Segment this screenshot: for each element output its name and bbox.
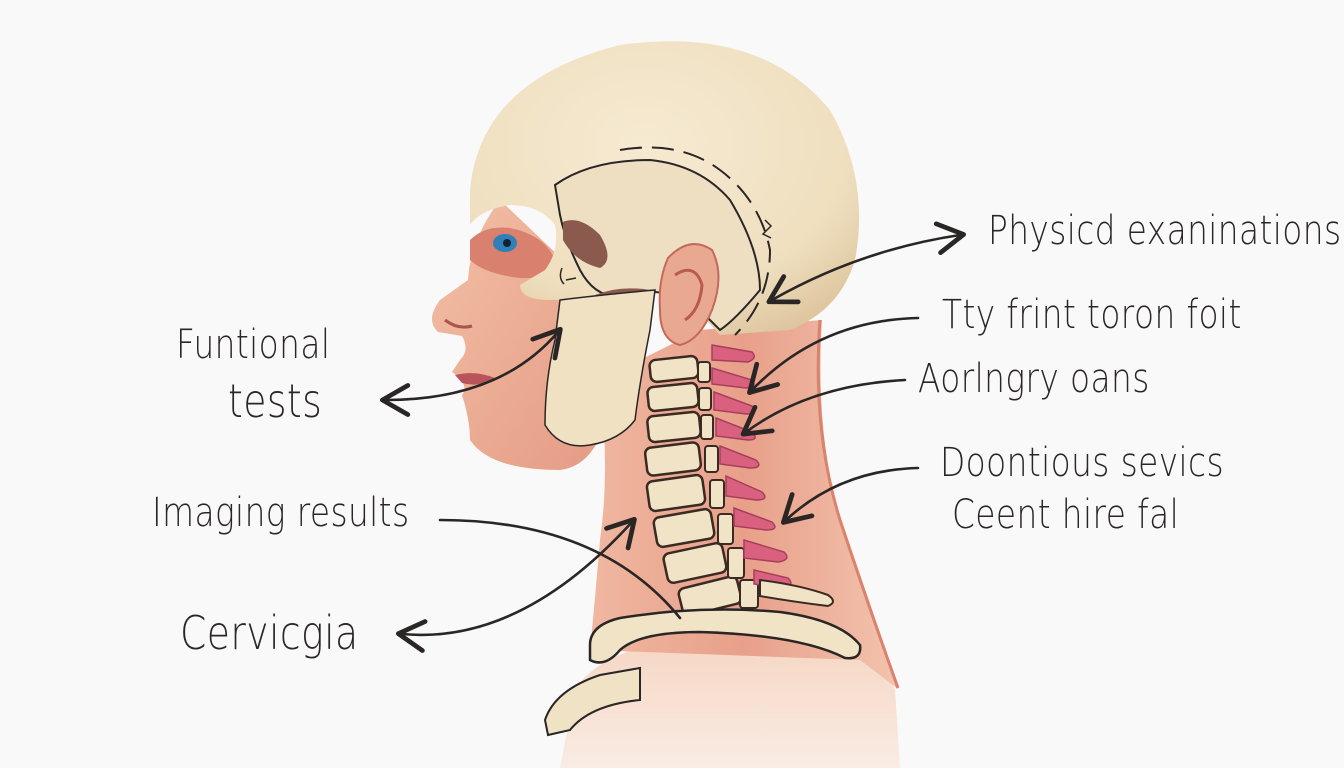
ear (658, 243, 720, 347)
skull (470, 41, 860, 447)
label-line2: Tty frint toron foit (942, 292, 1242, 338)
arrow-line4 (780, 466, 920, 525)
shoulder (543, 640, 900, 768)
label-physical-examinations: Physicd exaninations (988, 208, 1342, 254)
label-line4a: Doontious sevics (940, 440, 1225, 486)
label-line3: Aorlngry oans (918, 356, 1150, 402)
arrow-line3 (740, 378, 907, 437)
arrow-physical-examinations (766, 221, 966, 305)
label-functional: Funtional (176, 322, 331, 368)
arrow-line2 (747, 316, 920, 395)
label-line4b: Ceent hire fal (952, 492, 1180, 538)
label-cervicgia: Cervicgia (180, 606, 359, 660)
label-imaging-results: Imaging results (152, 490, 410, 536)
arrow-functional-tests (379, 326, 563, 417)
arrow-cervicgia (396, 516, 637, 653)
label-tests: tests (228, 374, 323, 428)
annotation-arrows (379, 221, 966, 653)
cervical-spine (643, 344, 834, 617)
